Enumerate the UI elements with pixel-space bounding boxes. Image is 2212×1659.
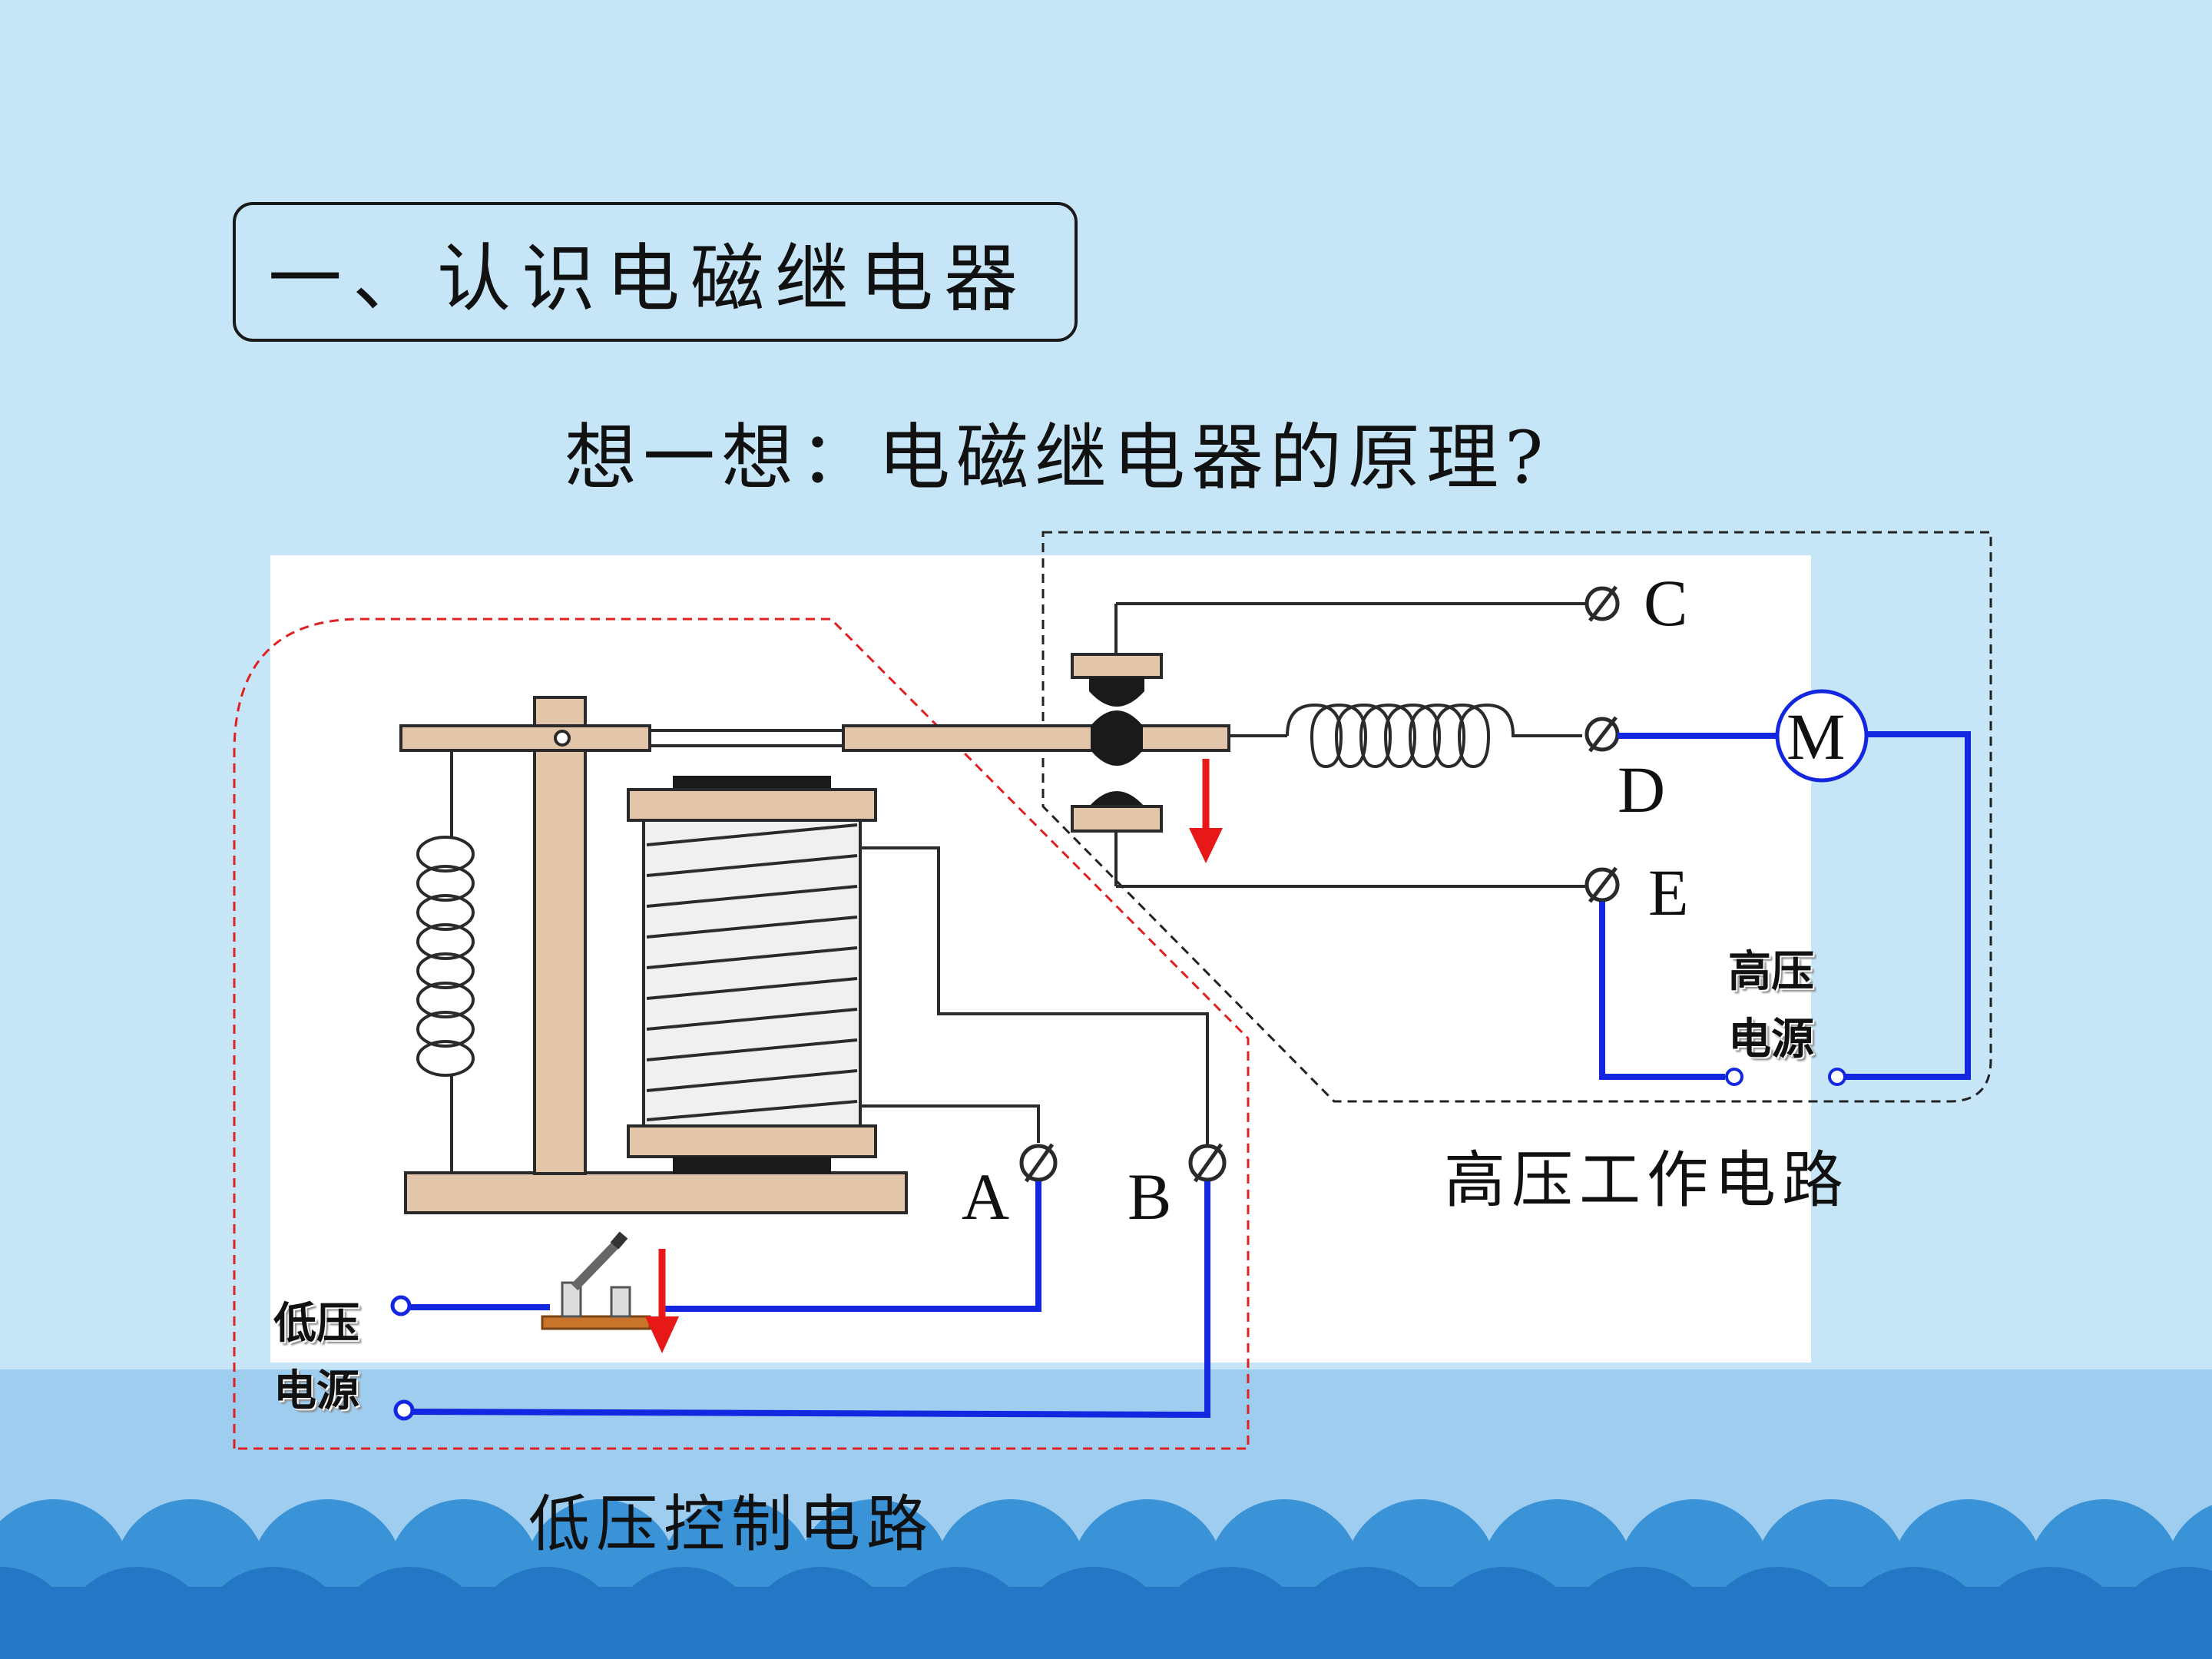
title-box: 一、认识电磁继电器 — [233, 202, 1078, 342]
terminal-c — [1584, 585, 1620, 622]
terminal-b — [1188, 1143, 1227, 1183]
knife-switch — [541, 1231, 651, 1330]
low-voltage-source-label: 低压 电源 — [273, 1290, 359, 1426]
low-voltage-source-terminal-bottom — [393, 1399, 415, 1421]
coil-windings — [646, 823, 858, 1121]
low-voltage-wire-a — [659, 1181, 1041, 1312]
moving-contact — [1091, 710, 1143, 766]
high-voltage-wire-motor-source — [1837, 731, 1971, 1080]
relay-base-plate — [404, 1171, 908, 1214]
switch-down-arrow — [645, 1316, 679, 1353]
high-voltage-wire-e-source — [1599, 902, 1725, 1080]
upper-contact-plate — [1071, 653, 1163, 679]
relay-armature-left — [399, 724, 651, 752]
low-voltage-region-outline — [233, 618, 1250, 1450]
relay-post — [533, 696, 587, 1175]
lower-contact-point — [1089, 791, 1144, 808]
high-voltage-source-line-1: 高压 — [1728, 947, 1814, 997]
terminal-d-label: D — [1618, 753, 1666, 826]
low-voltage-circuit-caption: 低压控制电路 — [528, 1488, 934, 1560]
high-voltage-region-outline — [1041, 531, 1992, 1103]
bobbin-top-flange — [627, 788, 877, 822]
relay-armature-rod — [648, 729, 845, 747]
upper-contact-point — [1089, 677, 1144, 707]
lower-contact-plate — [1071, 805, 1163, 833]
terminal-a-label: A — [962, 1160, 1010, 1233]
low-voltage-source-terminal-top — [390, 1295, 412, 1316]
flexible-lead-coil — [1229, 703, 1582, 769]
low-voltage-source-line-2: 电源 — [273, 1366, 359, 1416]
page-title: 一、认识电磁继电器 — [268, 235, 1028, 322]
return-spring — [416, 836, 475, 1077]
low-voltage-source-line-1: 低压 — [273, 1299, 359, 1349]
high-voltage-circuit-caption: 高压工作电路 — [1444, 1144, 1849, 1216]
high-voltage-source-terminal-left — [1725, 1068, 1743, 1086]
subtitle-question: 想一想：电磁继电器的原理? — [565, 416, 1550, 500]
terminal-d — [1584, 716, 1620, 753]
core-top-cap — [673, 776, 831, 790]
core-bottom-cap — [673, 1157, 831, 1174]
high-voltage-source-terminal-right — [1828, 1068, 1846, 1086]
terminal-e-label: E — [1648, 856, 1689, 929]
high-voltage-source-line-2: 电源 — [1728, 1015, 1814, 1065]
pivot-pin — [554, 730, 571, 747]
high-voltage-source-label: 高压 电源 — [1728, 939, 1814, 1074]
terminal-b-label: B — [1128, 1160, 1172, 1233]
armature-down-arrow — [1189, 828, 1223, 863]
bobbin-bottom-flange — [627, 1124, 877, 1158]
terminal-a — [1019, 1143, 1058, 1183]
relay-armature-right — [842, 724, 1230, 752]
motor-label: M — [1786, 700, 1846, 773]
low-voltage-wire-b — [405, 1181, 1210, 1419]
terminal-e — [1584, 866, 1620, 903]
terminal-c-label: C — [1644, 566, 1688, 640]
wave-base — [0, 1587, 2212, 1659]
